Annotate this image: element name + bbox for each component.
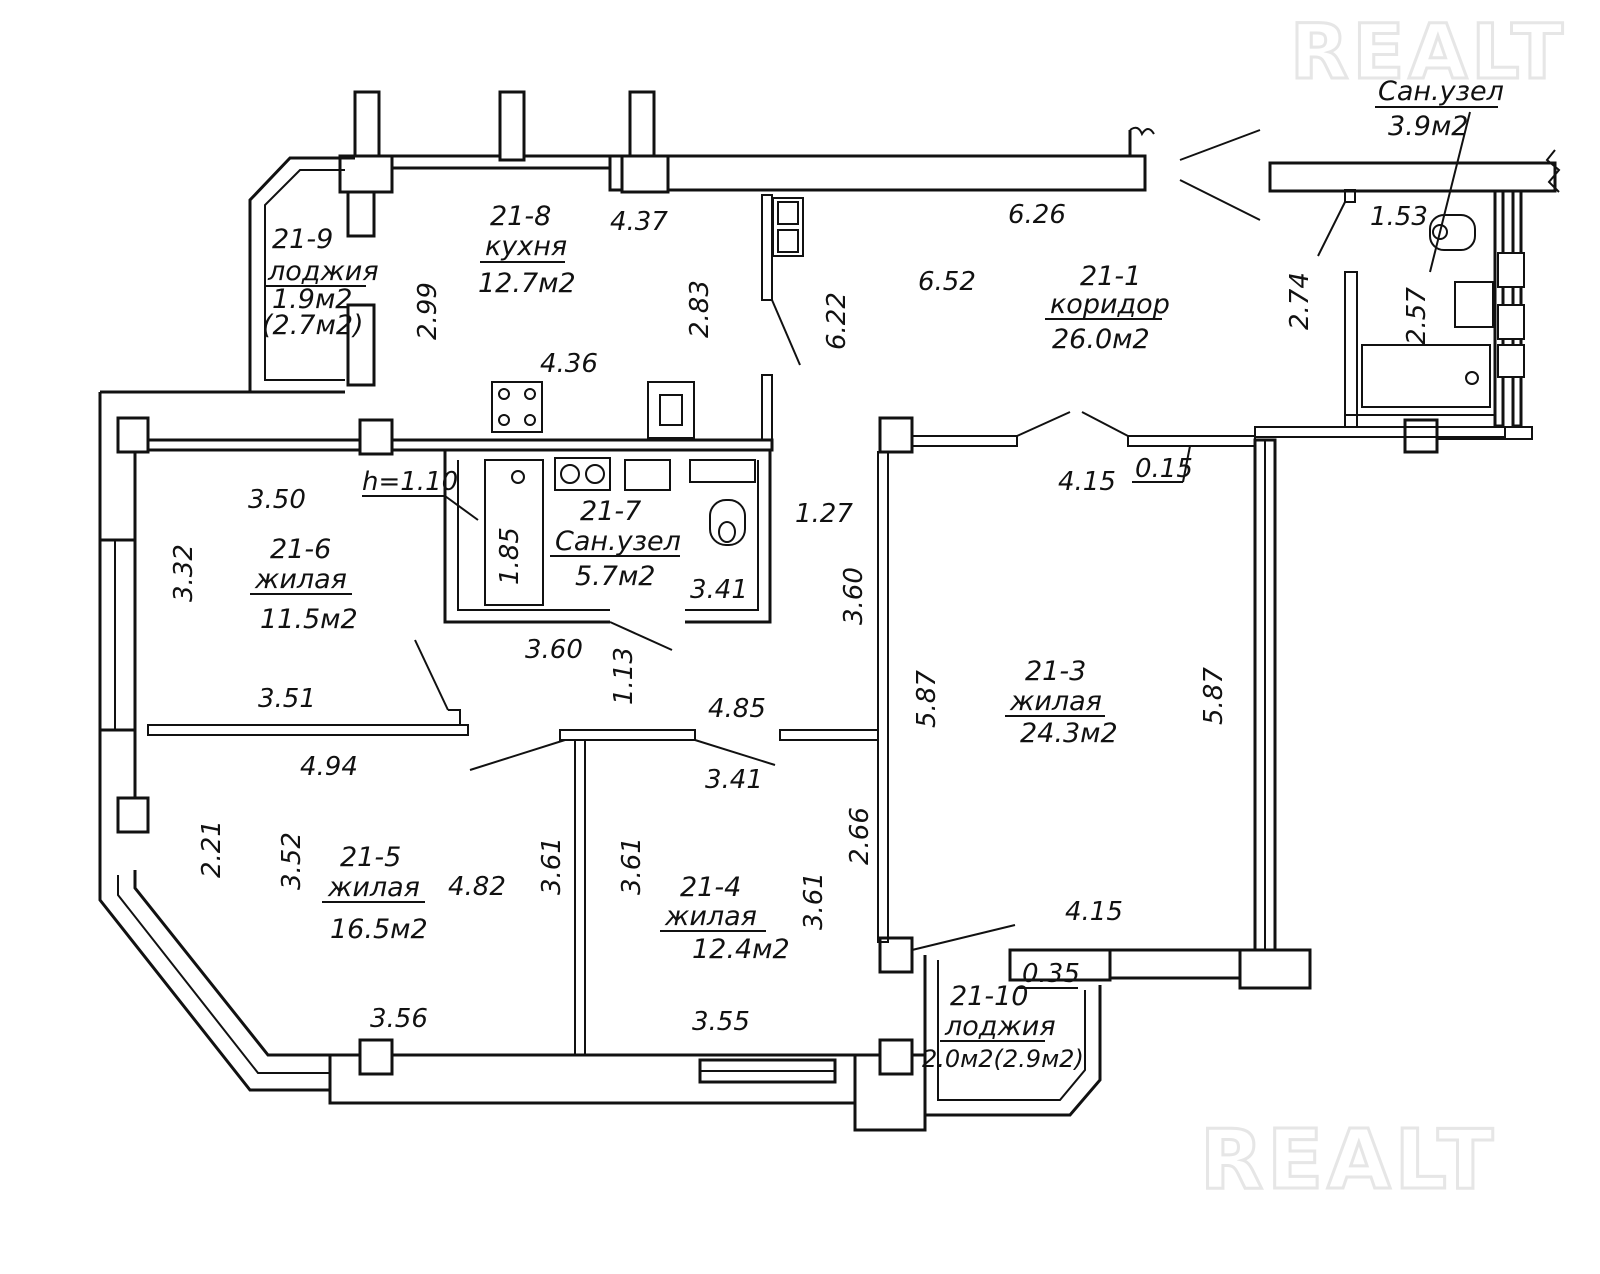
- dim-label: h=1.10: [362, 467, 458, 497]
- fridge-icon: [647, 381, 695, 439]
- room-21-6-number: 21-6: [270, 534, 331, 565]
- room-21-9-number: 21-9: [272, 224, 333, 255]
- room-21-7-area: 5.7м2: [575, 561, 656, 592]
- room-21-1-area: 26.0м2: [1052, 324, 1150, 355]
- watermark-bottom: REALT: [1200, 1113, 1497, 1208]
- dim-label: 3.56: [370, 1004, 428, 1034]
- room-21-10: 21-10 лоджия 2.0м2(2.9м2): [922, 981, 1084, 1073]
- room-21-8: 21-8 кухня 12.7м2: [478, 201, 576, 299]
- dim-label: 3.52: [277, 832, 307, 890]
- dim-label: 3.61: [799, 872, 829, 930]
- dim-label: 3.60: [525, 635, 583, 665]
- dim-label: 2.83: [685, 280, 715, 338]
- dim-label: 3.60: [839, 567, 869, 625]
- dim-label: 4.15: [1058, 467, 1116, 497]
- room-sanuzel-2-area: 3.9м2: [1388, 111, 1469, 142]
- room-21-10-area: 2.0м2(2.9м2): [922, 1045, 1084, 1073]
- dim-label: 0.35: [1022, 959, 1080, 989]
- room-21-9: 21-9 лоджия 1.9м2 (2.7м2): [262, 224, 379, 341]
- dim-label: 2.66: [845, 807, 875, 865]
- dim-label: 3.41: [690, 575, 748, 605]
- dim-label: 6.26: [1008, 200, 1066, 230]
- dim-label: 5.87: [912, 670, 942, 728]
- room-21-8-number: 21-8: [490, 201, 551, 232]
- dim-label: 4.36: [540, 349, 598, 379]
- dim-label: 3.55: [692, 1007, 750, 1037]
- room-21-4: 21-4 жилая 12.4м2: [660, 872, 790, 965]
- room-21-6-name: жилая: [254, 564, 347, 595]
- room-21-4-number: 21-4: [680, 872, 741, 903]
- room-21-3-number: 21-3: [1025, 656, 1086, 687]
- room-21-5-name: жилая: [327, 872, 420, 903]
- room-21-1-number: 21-1: [1080, 261, 1141, 292]
- room-21-9-area: 1.9м2: [272, 284, 353, 315]
- room-21-9-name: лоджия: [267, 256, 379, 287]
- room-21-4-area: 12.4м2: [692, 934, 790, 965]
- room-21-5-number: 21-5: [340, 842, 401, 873]
- dim-label: 3.41: [705, 765, 763, 795]
- room-21-5: 21-5 жилая 16.5м2: [322, 842, 428, 945]
- room-21-8-area: 12.7м2: [478, 268, 576, 299]
- dim-label: 1.13: [609, 647, 639, 705]
- room-labels: 21-8 кухня 12.7м2 21-9 лоджия 1.9м2 (2.7…: [250, 76, 1504, 1073]
- dimension-labels: 4.37 2.99 2.83 4.36 6.26 6.52 6.22 2.74 …: [169, 200, 1432, 1037]
- fixtures: [484, 197, 1525, 606]
- dim-label: 1.27: [795, 499, 853, 529]
- room-21-10-number: 21-10: [950, 981, 1028, 1012]
- interior-walls: [146, 189, 1533, 1056]
- dim-label: 2.57: [1402, 287, 1432, 345]
- room-21-10-name: лоджия: [944, 1011, 1056, 1042]
- dim-label: 4.85: [708, 694, 766, 724]
- room-21-3: 21-3 жилая 24.3м2: [1005, 656, 1118, 749]
- dim-label: 3.32: [169, 544, 199, 602]
- room-21-7: 21-7 Сан.узел 5.7м2: [550, 496, 681, 592]
- watermark-top: REALT: [1290, 7, 1567, 96]
- room-21-8-name: кухня: [485, 231, 567, 262]
- room-21-1: 21-1 коридор 26.0м2: [1045, 261, 1170, 355]
- dim-label: 2.21: [197, 820, 227, 878]
- dim-label: 3.61: [537, 837, 567, 895]
- room-21-3-area: 24.3м2: [1020, 718, 1118, 749]
- dim-label: 3.61: [617, 837, 647, 895]
- dim-label: 4.15: [1065, 897, 1123, 927]
- dim-label: 3.51: [258, 684, 316, 714]
- dim-label: 1.53: [1370, 202, 1428, 232]
- room-21-7-name: Сан.узел: [555, 526, 681, 557]
- dim-label: 4.82: [448, 872, 506, 902]
- dim-label: 6.22: [822, 292, 852, 350]
- dim-label: 2.74: [1285, 272, 1315, 330]
- stove-icon: [491, 381, 543, 433]
- room-21-1-name: коридор: [1050, 289, 1170, 320]
- room-21-6: 21-6 жилая 11.5м2: [250, 534, 358, 635]
- room-21-3-name: жилая: [1009, 686, 1102, 717]
- room-21-7-number: 21-7: [580, 496, 641, 527]
- dim-label: 4.37: [610, 207, 668, 237]
- dim-label: 5.87: [1199, 667, 1229, 725]
- room-sanuzel-2: Сан.узел 3.9м2: [1375, 76, 1504, 273]
- dim-label: 1.85: [495, 527, 525, 585]
- room-21-6-area: 11.5м2: [260, 604, 358, 635]
- room-sanuzel-2-name: Сан.узел: [1378, 76, 1504, 107]
- dim-label: 4.94: [300, 752, 358, 782]
- room-21-5-area: 16.5м2: [330, 914, 428, 945]
- room-21-9-area-alt: (2.7м2): [262, 310, 364, 341]
- dim-label: 2.99: [413, 282, 443, 340]
- dim-label: 3.50: [248, 485, 306, 515]
- bathtub-icon: [484, 459, 544, 606]
- room-21-4-name: жилая: [664, 901, 757, 932]
- dim-label: 6.52: [918, 267, 976, 297]
